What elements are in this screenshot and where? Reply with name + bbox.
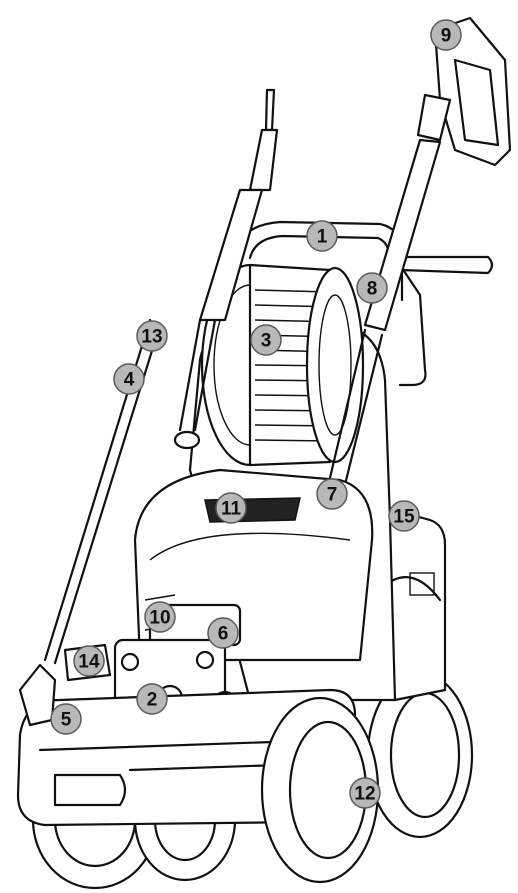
svg-text:2: 2 — [147, 690, 158, 711]
callout-2: 2 — [136, 683, 168, 715]
svg-text:11: 11 — [221, 499, 242, 520]
svg-text:3: 3 — [261, 331, 272, 352]
svg-text:10: 10 — [149, 608, 170, 629]
callout-8: 8 — [356, 272, 388, 304]
svg-text:12: 12 — [354, 784, 375, 805]
lance-left — [173, 88, 279, 450]
svg-text:13: 13 — [141, 327, 162, 348]
callout-4: 4 — [113, 363, 145, 395]
svg-text:9: 9 — [441, 26, 452, 47]
svg-text:1: 1 — [317, 227, 328, 248]
callout-11: 11 — [215, 492, 247, 524]
svg-text:6: 6 — [218, 624, 229, 645]
svg-text:7: 7 — [327, 485, 338, 506]
callout-10: 10 — [144, 601, 176, 633]
callout-3: 3 — [250, 324, 282, 356]
callout-6: 6 — [207, 617, 239, 649]
svg-text:8: 8 — [367, 279, 378, 300]
callout-9: 9 — [430, 19, 462, 51]
callout-14: 14 — [73, 645, 105, 677]
callout-1: 1 — [306, 220, 338, 252]
callout-5: 5 — [50, 703, 82, 735]
callout-12: 12 — [349, 777, 381, 809]
svg-text:4: 4 — [124, 370, 135, 391]
callout-7: 7 — [316, 478, 348, 510]
callout-13: 13 — [136, 320, 168, 352]
svg-text:14: 14 — [78, 652, 100, 673]
svg-text:15: 15 — [393, 507, 415, 528]
nozzle — [18, 663, 57, 727]
svg-text:5: 5 — [61, 710, 72, 731]
callout-15: 15 — [388, 500, 420, 532]
